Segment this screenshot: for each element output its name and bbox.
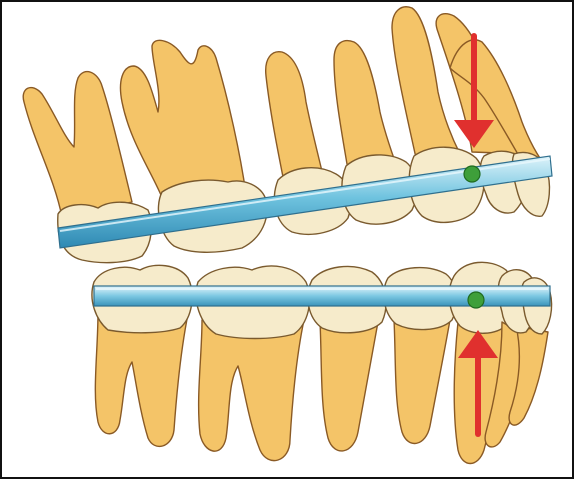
circle-dot-icon <box>468 292 484 308</box>
circle-dot-icon <box>464 166 480 182</box>
